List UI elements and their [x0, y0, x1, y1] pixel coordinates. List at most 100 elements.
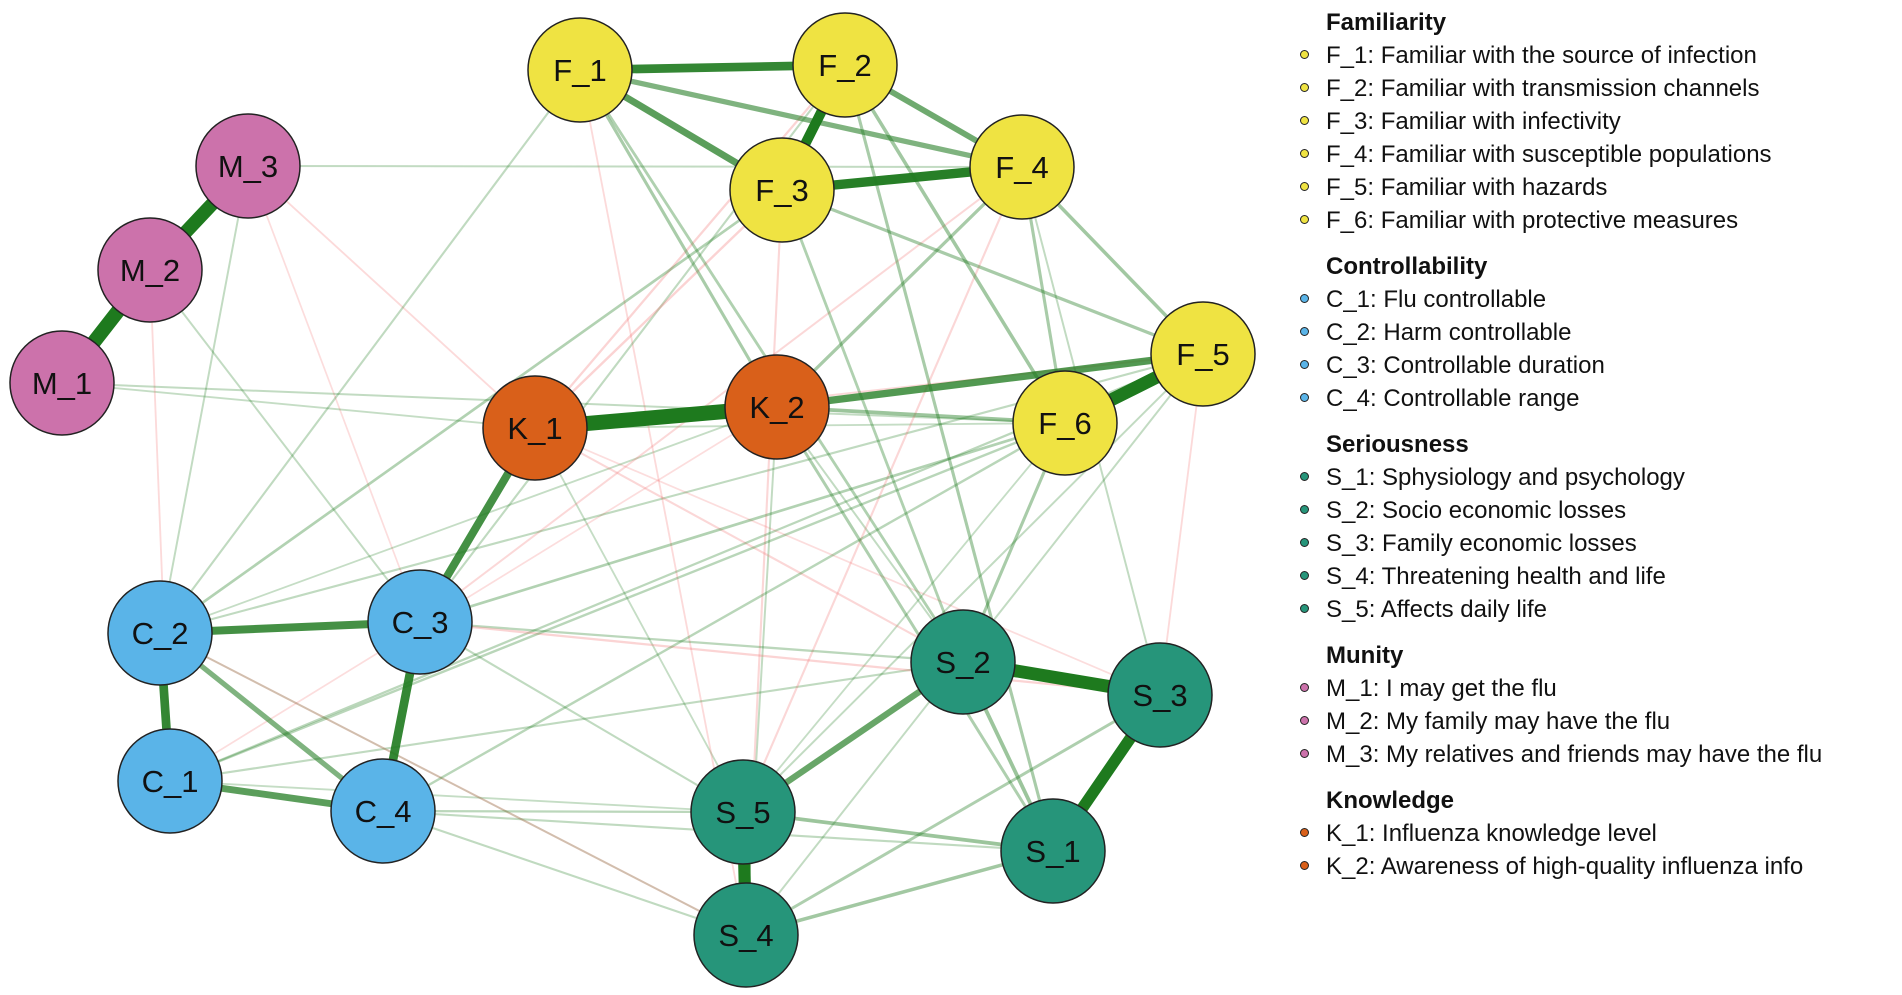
legend-item: S_5: Affects daily life	[1296, 593, 1896, 626]
node-circle-K_2	[724, 354, 830, 460]
edge-C_3-S_2	[418, 620, 965, 664]
legend-item: F_4: Familiar with susceptible populatio…	[1296, 138, 1896, 171]
node-C_1: C_1	[117, 728, 223, 834]
legend-item: F_5: Familiar with hazards	[1296, 171, 1896, 204]
edge-C_4-F_6	[381, 421, 1067, 813]
node-circle-S_3	[1107, 642, 1213, 748]
node-F_3: F_3	[729, 137, 835, 243]
node-S_5: S_5	[690, 759, 796, 865]
legend-dot-icon	[1300, 294, 1309, 303]
legend-item-label: F_5: Familiar with hazards	[1326, 174, 1608, 201]
edge-C_4-S_4	[381, 809, 748, 937]
legend-dot-icon	[1300, 116, 1309, 125]
edge-K_1-S_3	[534, 427, 1161, 696]
legend-title: Controllability	[1326, 253, 1488, 280]
legend-item: S_3: Family economic losses	[1296, 527, 1896, 560]
edge-M_1-K_1	[61, 382, 536, 429]
node-circle-F_3	[729, 137, 835, 243]
node-S_2: S_2	[910, 609, 1016, 715]
node-label-S_5: S_5	[715, 795, 770, 830]
edge-F_5-S_3	[1159, 353, 1204, 696]
legend-dot-icon	[1300, 828, 1309, 837]
node-label-S_2: S_2	[935, 645, 990, 680]
edge-C_3-F_6	[418, 421, 1067, 624]
legend-dot-icon	[1300, 50, 1309, 59]
node-F_5: F_5	[1150, 301, 1256, 407]
node-label-C_2: C_2	[132, 616, 189, 651]
edge-F_1-K_2	[578, 68, 779, 409]
node-label-F_1: F_1	[553, 53, 606, 88]
edge-F_4-K_2	[775, 165, 1024, 409]
edge-M_3-C_2	[159, 165, 249, 634]
legend-item: F_1: Familiar with the source of infecti…	[1296, 39, 1896, 72]
legend-item-label: C_2: Harm controllable	[1326, 319, 1572, 346]
edge-M_2-C_3	[149, 269, 421, 623]
legend-item: F_2: Familiar with transmission channels	[1296, 72, 1896, 105]
edge-C_1-S_2	[168, 660, 965, 783]
legend-item: K_1: Influenza knowledge level	[1296, 817, 1896, 850]
node-S_4: S_4	[693, 882, 799, 988]
node-label-M_3: M_3	[218, 149, 278, 184]
legend-dot-icon	[1300, 360, 1309, 369]
node-C_4: C_4	[330, 758, 436, 864]
edge-M_3-K_1	[247, 165, 536, 429]
node-label-C_4: C_4	[355, 794, 412, 829]
legend-item: S_2: Socio economic losses	[1296, 494, 1896, 527]
legend-dot-icon	[1300, 538, 1309, 547]
node-S_3: S_3	[1107, 642, 1213, 748]
node-label-F_2: F_2	[818, 48, 871, 83]
legend-title: Seriousness	[1326, 431, 1469, 458]
node-circle-M_3	[195, 113, 301, 219]
node-circle-F_2	[792, 12, 898, 118]
edge-C_2-F_1	[158, 68, 582, 635]
legend-item-label: K_1: Influenza knowledge level	[1326, 820, 1657, 847]
node-M_3: M_3	[195, 113, 301, 219]
node-F_2: F_2	[792, 12, 898, 118]
node-circle-C_3	[367, 569, 473, 675]
legend-item-label: S_1: Sphysiology and psychology	[1326, 464, 1685, 491]
node-circle-C_2	[107, 580, 213, 686]
legend-item-label: M_3: My relatives and friends may have t…	[1326, 741, 1823, 768]
legend-item: F_3: Familiar with infectivity	[1296, 105, 1896, 138]
node-S_1: S_1	[1000, 798, 1106, 904]
legend-dot-icon	[1300, 393, 1309, 402]
node-circle-S_1	[1000, 798, 1106, 904]
edge-M_3-F_4	[247, 165, 1023, 168]
legend-item: M_2: My family may have the flu	[1296, 705, 1896, 738]
legend-item-label: S_3: Family economic losses	[1326, 530, 1637, 557]
node-C_2: C_2	[107, 580, 213, 686]
legend-dot-icon	[1300, 505, 1309, 514]
edge-F_2-F_6	[843, 63, 1067, 425]
node-circle-S_5	[690, 759, 796, 865]
legend-dot-icon	[1300, 683, 1309, 692]
legend-item: K_2: Awareness of high-quality influenza…	[1296, 850, 1896, 883]
node-F_4: F_4	[969, 114, 1075, 220]
legend-item-label: S_4: Threatening health and life	[1326, 563, 1666, 590]
edge-S_1-S_4	[744, 849, 1055, 937]
node-label-K_1: K_1	[507, 411, 562, 446]
legend-item-label: C_1: Flu controllable	[1326, 286, 1547, 313]
node-M_1: M_1	[9, 330, 115, 436]
edge-C_1-S_5	[169, 780, 744, 813]
edge-K_2-F_5	[773, 350, 1207, 411]
node-K_1: K_1	[482, 375, 588, 481]
legend-item: S_1: Sphysiology and psychology	[1296, 461, 1896, 494]
node-K_2: K_2	[724, 354, 830, 460]
legend-item-label: M_2: My family may have the flu	[1326, 708, 1671, 735]
node-label-C_3: C_3	[392, 605, 449, 640]
edge-K_1-S_2	[533, 426, 965, 664]
legend-item-label: S_2: Socio economic losses	[1326, 497, 1627, 524]
legend-item-label: F_2: Familiar with transmission channels	[1326, 75, 1760, 102]
legend-dot-icon	[1300, 472, 1309, 481]
edge-C_1-F_6	[168, 421, 1067, 783]
node-C_3: C_3	[367, 569, 473, 675]
node-circle-S_2	[910, 609, 1016, 715]
edge-F_1-F_4	[577, 67, 1025, 170]
edge-K_1-S_5	[534, 427, 744, 813]
node-circle-M_1	[9, 330, 115, 436]
node-label-C_1: C_1	[142, 764, 199, 799]
